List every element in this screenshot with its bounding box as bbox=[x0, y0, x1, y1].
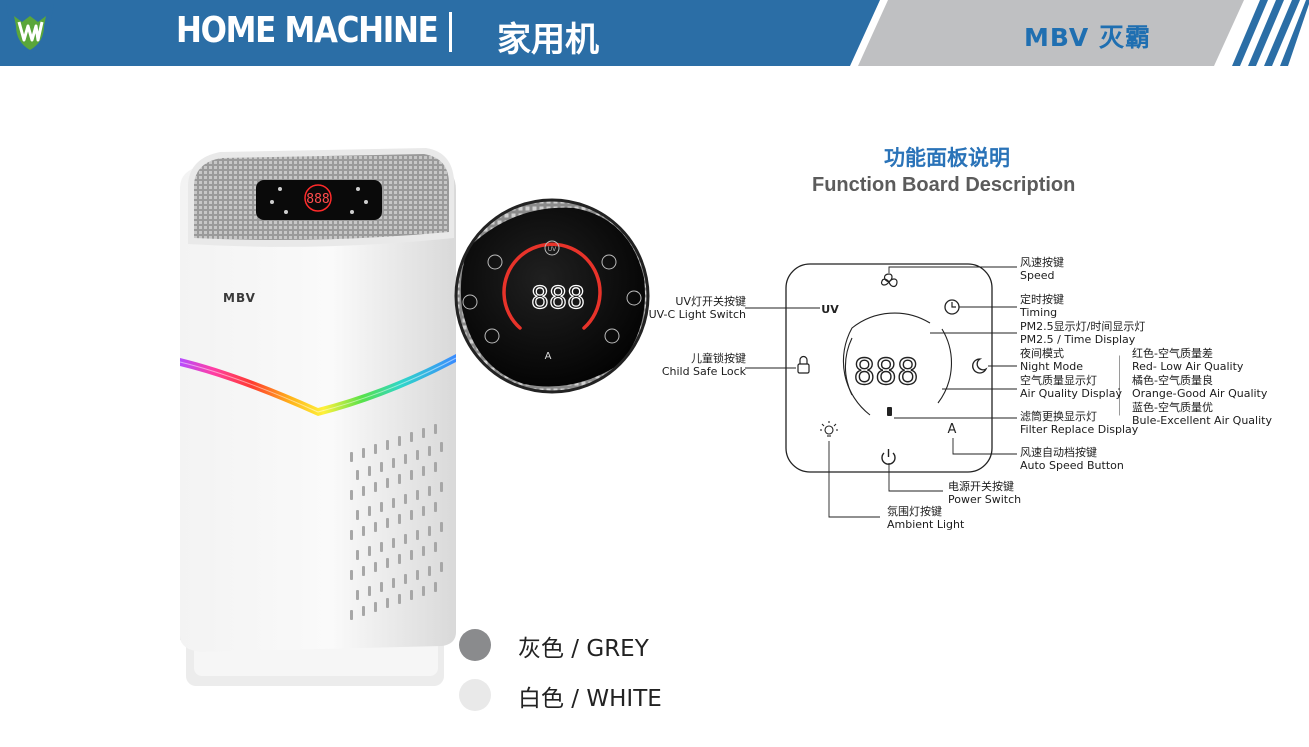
filter-replace-indicator bbox=[887, 407, 892, 416]
function-board-title-en: Function Board Description bbox=[812, 174, 1076, 196]
label-child-lock: 儿童锁按键 Child Safe Lock bbox=[661, 352, 746, 378]
svg-text:888: 888 bbox=[306, 192, 329, 207]
page-title-cn: 家用机 bbox=[497, 20, 599, 60]
top-control-panel bbox=[256, 180, 382, 220]
white-color-label: 白色 / WHITE bbox=[518, 686, 662, 712]
label-auto-speed: 风速自动档按键 Auto Speed Button bbox=[1020, 446, 1124, 472]
unit-brand-label: MBV bbox=[223, 291, 256, 305]
label-air-quality: 空气质量显示灯 Air Quality Display bbox=[1020, 374, 1122, 400]
label-uv-switch: UV灯开关按键 UV-C Light Switch bbox=[648, 295, 746, 321]
timer-icon bbox=[944, 299, 960, 315]
ambient-light-icon bbox=[820, 421, 838, 437]
panel-digit-display: 888 bbox=[853, 352, 918, 393]
banner-shapes bbox=[0, 0, 1309, 66]
svg-text:A: A bbox=[545, 351, 552, 362]
power-icon bbox=[881, 449, 896, 465]
child-lock-icon bbox=[797, 355, 810, 374]
label-ambient-light: 氛围灯按键 Ambient Light bbox=[887, 505, 965, 531]
label-blue-quality: 蓝色-空气质量优 Bule-Excellent Air Quality bbox=[1132, 401, 1272, 427]
white-color-swatch bbox=[459, 679, 491, 711]
auto-speed-label: A bbox=[948, 422, 957, 437]
label-speed: 风速按键 Speed bbox=[1020, 256, 1064, 282]
svg-text:UV: UV bbox=[548, 246, 557, 253]
leader-lines bbox=[745, 266, 1120, 518]
uv-button-label: UV bbox=[821, 303, 839, 316]
page-title-en: HOME MACHINE bbox=[176, 10, 439, 51]
header-banner: HOME MACHINE 家用机 MBV 灭霸 bbox=[0, 0, 1309, 70]
brand-name: MBV 灭霸 bbox=[1024, 23, 1151, 52]
air-purifier-image: 888 bbox=[179, 148, 457, 686]
ambient-light-band bbox=[180, 354, 456, 416]
zoom-digit-display: 888 bbox=[531, 281, 585, 316]
label-pm-display: PM2.5显示灯/时间显示灯 PM2.5 / Time Display bbox=[1020, 320, 1146, 346]
grey-color-swatch bbox=[459, 629, 491, 661]
grey-color-label: 灰色 / GREY bbox=[518, 636, 649, 662]
label-night-mode: 夜间模式 Night Mode bbox=[1020, 347, 1084, 373]
night-mode-icon bbox=[972, 358, 988, 374]
label-timing: 定时按键 Timing bbox=[1020, 293, 1064, 319]
function-board-title-cn: 功能面板说明 bbox=[884, 146, 1010, 170]
label-red-quality: 红色-空气质量差 Red- Low Air Quality bbox=[1132, 347, 1244, 373]
function-board-diagram: 888 UV A bbox=[745, 263, 1120, 518]
control-panel-closeup: 888 UV A bbox=[454, 198, 650, 394]
side-vents bbox=[350, 424, 443, 620]
label-orange-quality: 橘色-空气质量良 Orange-Good Air Quality bbox=[1132, 374, 1268, 400]
label-power-switch: 电源开关按键 Power Switch bbox=[948, 480, 1022, 506]
label-filter-replace: 滤筒更换显示灯 Filter Replace Display bbox=[1020, 410, 1139, 436]
fan-speed-icon bbox=[880, 273, 898, 288]
title-divider bbox=[449, 12, 452, 52]
brand-logo-icon bbox=[6, 4, 54, 56]
